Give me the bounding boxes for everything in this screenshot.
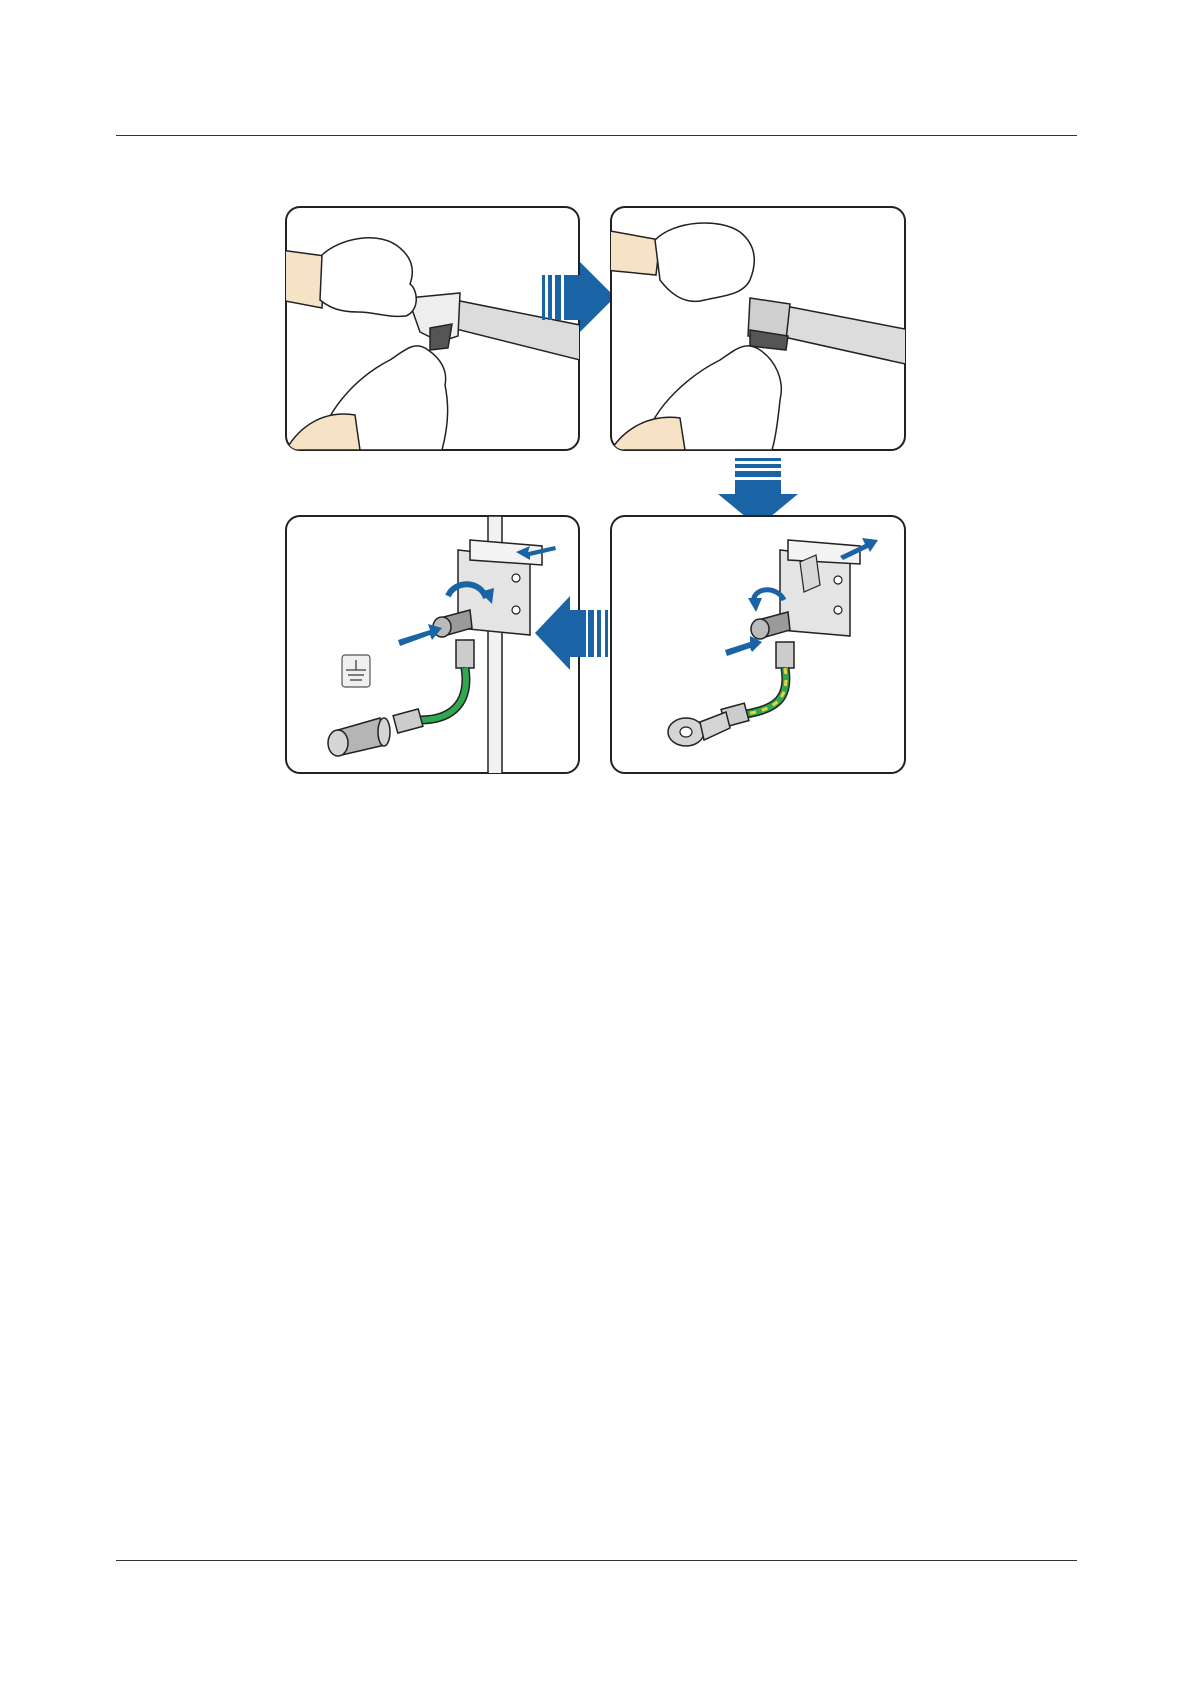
grounding-procedure-figure [280, 200, 910, 775]
panel-strip-cable [280, 207, 580, 450]
glove-upper-icon [320, 238, 416, 317]
page-header-rule [116, 135, 1077, 136]
panel-connect-ground [611, 516, 905, 773]
glove-upper-icon [655, 223, 754, 301]
panel-crimp-terminal [605, 207, 910, 450]
ground-symbol-icon [342, 655, 370, 687]
panel-install-terminal [286, 516, 579, 775]
page-footer-rule [116, 1560, 1077, 1561]
